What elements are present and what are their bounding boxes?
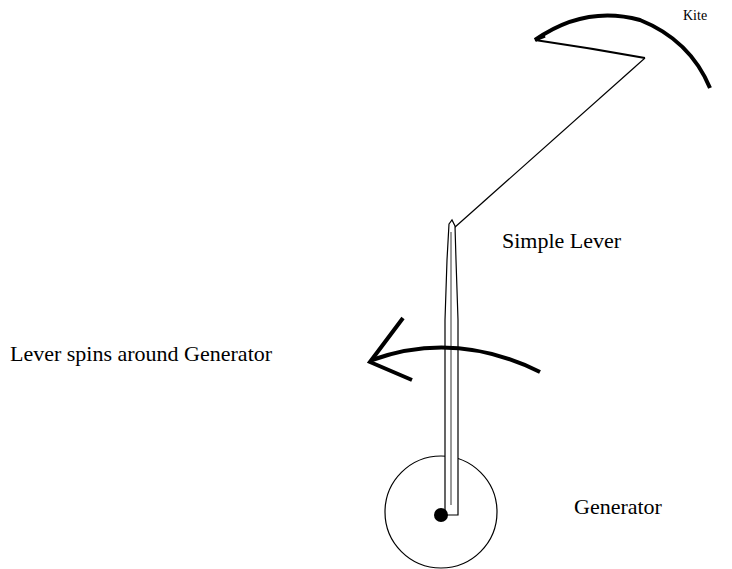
lever-label: Simple Lever	[502, 228, 621, 253]
kite-edge	[535, 40, 645, 58]
rotation-arrow	[372, 348, 540, 373]
generator-circle	[385, 456, 497, 568]
lever	[445, 220, 458, 515]
kite-tip	[535, 36, 545, 40]
rotation-label: Lever spins around Generator	[10, 341, 272, 366]
kite-line	[454, 58, 645, 228]
generator-label: Generator	[574, 494, 662, 519]
generator-axle	[434, 508, 448, 522]
kite-canopy	[535, 16, 710, 89]
lever-center	[451, 232, 452, 505]
kite-label: Kite	[683, 8, 707, 24]
rotation-arrowhead	[370, 318, 412, 380]
